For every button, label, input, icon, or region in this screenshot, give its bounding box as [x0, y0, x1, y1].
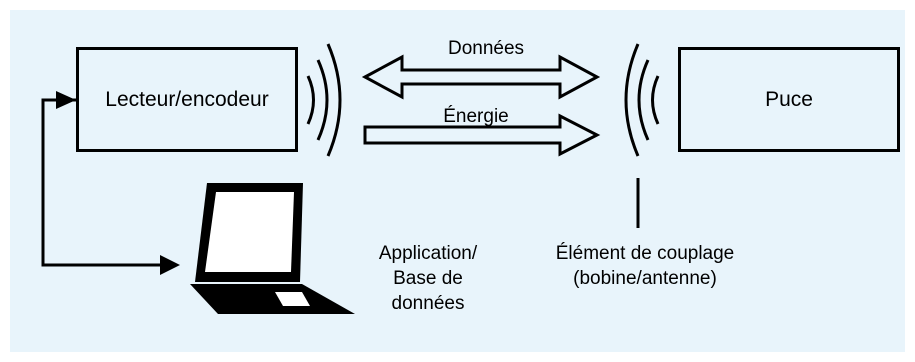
diagram-background — [10, 10, 905, 352]
application-label-line: Application/ — [378, 243, 478, 264]
chip-label: Puce — [765, 87, 813, 111]
reader-antenna-waves-icon — [306, 43, 342, 157]
reader-laptop-connection — [41, 91, 180, 275]
coupling-label: Élément de couplage (bobine/antenne) — [520, 241, 770, 291]
data-arrow — [361, 54, 601, 100]
reader-label: Lecteur/encodeur — [105, 87, 269, 111]
data-label: Données — [447, 38, 525, 59]
arrowhead-to-reader — [56, 91, 76, 109]
application-label: Application/ Base de données — [352, 241, 504, 316]
application-label-line: données — [391, 293, 465, 314]
arrowhead-to-laptop — [160, 255, 180, 275]
chip-antenna-waves-icon — [624, 43, 660, 157]
coupling-label-line: (bobine/antenne) — [573, 268, 717, 289]
energy-label: Énergie — [443, 106, 509, 127]
reader-box: Lecteur/encodeur — [76, 47, 298, 152]
application-label-line: Base de — [393, 268, 463, 289]
coupling-label-line: Élément de couplage — [555, 243, 735, 264]
chip-box: Puce — [678, 47, 900, 152]
laptop-icon — [190, 183, 355, 314]
energy-arrow — [363, 113, 601, 157]
